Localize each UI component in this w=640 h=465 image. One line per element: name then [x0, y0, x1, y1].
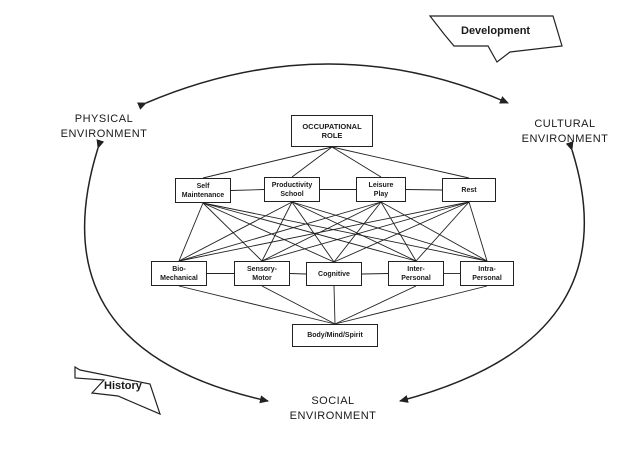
middle-row-link-line	[230, 189, 265, 191]
productivity-school-line-1: Productivity	[271, 181, 313, 189]
occupational-role-box: OCCUPATIONAL ROLE	[291, 115, 373, 147]
connector-lines	[178, 146, 488, 325]
body-mind-spirit-line-1: Body/Mind/Spirit	[307, 332, 363, 339]
mesh-self-inter-line	[202, 202, 417, 262]
role-to-prod-line	[291, 146, 333, 178]
self-maintenance-line-2: Maintenance	[181, 191, 225, 199]
mesh-prod-bio-line	[178, 201, 293, 262]
inter-to-body-line	[334, 285, 417, 325]
role-to-rest-line	[331, 146, 470, 179]
mesh-rest-intra-line	[468, 201, 488, 262]
mesh-leis-cog-line	[333, 201, 382, 263]
sensory-motor-line-2: Motor	[252, 274, 272, 282]
mesh-self-sens-line	[202, 202, 263, 262]
mesh-self-cog-line	[202, 202, 335, 263]
mesh-prod-cog-line	[291, 201, 335, 263]
rest-box: Rest	[442, 178, 496, 202]
mesh-self-bio-line	[178, 202, 204, 262]
role-to-self-line	[202, 146, 333, 179]
self-maintenance-box: Self Maintenance	[175, 178, 231, 203]
intra-personal-box: Intra- Personal	[460, 261, 514, 286]
sensory-motor-box: Sensory- Motor	[234, 261, 290, 286]
productivity-school-box: Productivity School	[264, 177, 320, 202]
mesh-leis-inter-line	[380, 201, 417, 262]
role-to-leis-line	[331, 146, 382, 178]
cultural-environment-line-2: ENVIRONMENT	[521, 133, 609, 145]
occupational-role-line-1: OCCUPATIONAL	[302, 122, 362, 131]
development-flag-shape	[428, 15, 563, 63]
history-flag-label: History	[104, 380, 142, 392]
bio-to-body-line	[178, 285, 336, 325]
rest-line-1: Rest	[461, 186, 477, 194]
occupational-role-line-2: ROLE	[321, 131, 343, 140]
middle-row-link-line	[405, 189, 443, 191]
inter-personal-line-1: Inter-	[407, 265, 425, 273]
cultural-social-arrow	[399, 141, 586, 403]
body-mind-spirit-box: Body/Mind/Spirit	[292, 324, 378, 347]
intra-personal-line-2: Personal	[472, 274, 502, 282]
intra-to-body-line	[334, 285, 488, 325]
leisure-play-box: Leisure Play	[356, 177, 406, 202]
cultural-environment-line-1: CULTURAL	[534, 118, 596, 130]
mesh-leis-bio-line	[178, 201, 382, 262]
sens-to-body-line	[261, 285, 336, 325]
mesh-rest-cog-line	[333, 201, 470, 263]
intra-personal-line-1: Intra-	[478, 265, 496, 273]
cognitive-box: Cognitive	[306, 262, 362, 286]
cog-to-body-line	[333, 285, 336, 325]
lower-row-link-line	[289, 273, 307, 275]
physical-environment-line-1: PHYSICAL	[74, 113, 134, 125]
social-environment-line-1: SOCIAL	[311, 395, 355, 407]
physical-social-arrow	[83, 139, 269, 404]
bio-mechanical-line-1: Bio-	[172, 265, 186, 273]
physical-environment-line-2: ENVIRONMENT	[60, 128, 148, 140]
leisure-play-line-1: Leisure	[368, 181, 394, 189]
mesh-rest-inter-line	[415, 201, 470, 262]
social-environment-label: SOCIAL ENVIRONMENT	[278, 394, 388, 424]
bio-mechanical-line-2: Mechanical	[160, 274, 198, 282]
mesh-leis-sens-line	[261, 201, 382, 262]
bio-mechanical-box: Bio- Mechanical	[151, 261, 207, 286]
productivity-school-line-2: School	[280, 190, 304, 198]
mesh-rest-sens-line	[261, 201, 470, 262]
physical-environment-label: PHYSICAL ENVIRONMENT	[52, 112, 156, 142]
lower-row-link-line	[361, 273, 389, 275]
history-flag-shape	[74, 365, 161, 416]
self-maintenance-line-1: Self	[196, 182, 210, 190]
inter-personal-box: Inter- Personal	[388, 261, 444, 286]
mesh-self-intra-line	[202, 202, 488, 262]
physical-cultural-arrow	[137, 63, 509, 110]
mesh-rest-bio-line	[178, 201, 470, 262]
inter-personal-line-2: Personal	[401, 274, 431, 282]
mesh-prod-sens-line	[261, 201, 293, 262]
cognitive-line-1: Cognitive	[318, 270, 350, 278]
mesh-prod-intra-line	[291, 201, 488, 262]
mesh-prod-inter-line	[291, 201, 417, 262]
sensory-motor-line-1: Sensory-	[247, 265, 277, 273]
cultural-environment-label: CULTURAL ENVIRONMENT	[513, 117, 617, 147]
social-environment-line-2: ENVIRONMENT	[289, 410, 377, 422]
development-flag-label: Development	[461, 25, 531, 37]
mesh-leis-intra-line	[380, 201, 488, 262]
leisure-play-line-2: Play	[373, 190, 389, 198]
